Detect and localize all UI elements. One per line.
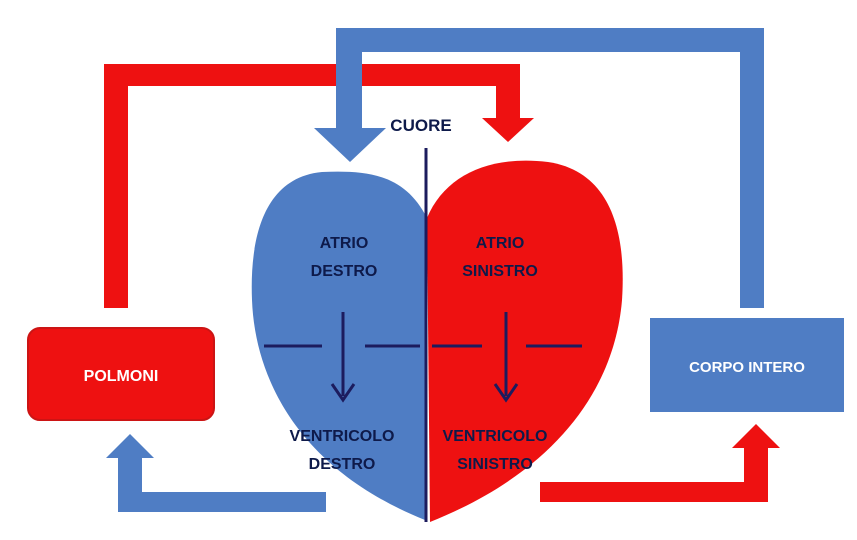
left-down-arrow-head xyxy=(493,383,519,403)
heart-title: CUORE xyxy=(390,116,451,135)
lungs-label: POLMONI xyxy=(84,368,159,385)
left-atrium-line1: ATRIO xyxy=(476,235,525,252)
heart-right-half xyxy=(251,171,427,521)
right-down-arrow-head xyxy=(330,383,356,403)
pulmonary-artery-arrowhead xyxy=(106,434,154,458)
right-ventricle-line1: VENTRICOLO xyxy=(290,428,395,445)
left-ventricle-line2: SINISTRO xyxy=(457,456,533,473)
aorta-arrowhead xyxy=(732,424,780,448)
lungs-box xyxy=(27,327,215,421)
right-atrium-line1: ATRIO xyxy=(320,235,369,252)
heart-left-half xyxy=(427,160,623,522)
body-label: CORPO INTERO xyxy=(689,359,805,376)
body-box xyxy=(650,318,844,412)
pulmonary-vein-arrowhead xyxy=(482,118,534,142)
right-ventricle-line2: DESTRO xyxy=(309,456,376,473)
aorta-arrow xyxy=(540,446,768,502)
left-ventricle-line1: VENTRICOLO xyxy=(443,428,548,445)
right-atrium-line2: DESTRO xyxy=(311,263,378,280)
pulmonary-artery-arrow xyxy=(118,456,326,512)
left-atrium-line2: SINISTRO xyxy=(462,263,538,280)
vena-cava-arrowhead xyxy=(314,128,386,162)
